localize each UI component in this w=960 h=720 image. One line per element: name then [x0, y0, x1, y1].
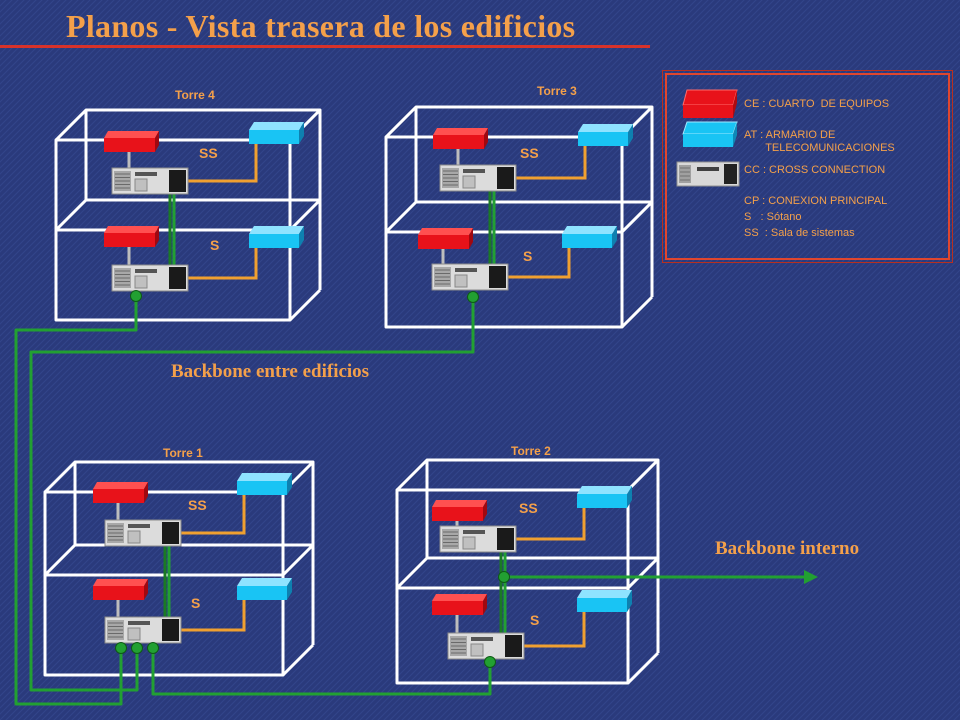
backbone-between-buildings	[14, 290, 496, 706]
floor-label-t4-ss: SS	[199, 145, 218, 161]
equipment-room-icon	[93, 579, 148, 600]
tower-label-4: Torre 4	[175, 88, 215, 102]
horizontal-cable	[188, 144, 258, 183]
equipment-room-icon	[682, 89, 738, 118]
building-t3	[384, 105, 654, 329]
backbone-cable-t1-t2	[151, 648, 492, 696]
horizontal-cable	[181, 495, 246, 535]
equipment-room-icon	[104, 131, 159, 152]
backbone-node	[147, 642, 159, 654]
cross-connect-icon	[111, 264, 189, 292]
legend-swatches	[676, 89, 740, 187]
cross-connect-icon	[104, 519, 182, 547]
backbone-node	[484, 656, 496, 668]
telecom-closet-icon	[237, 473, 292, 495]
horizontal-cable	[181, 600, 246, 632]
horizontal-cable	[508, 248, 571, 279]
title-underline	[0, 45, 650, 48]
floor-label-t3-ss: SS	[520, 145, 539, 161]
floor-label-t1-s: S	[191, 595, 201, 611]
legend-item-ss: SS : Sala de sistemas	[744, 227, 855, 239]
telecom-closet-icon	[249, 122, 304, 144]
backbone-internal-label: Backbone interno	[715, 538, 860, 559]
arrow-right-icon	[804, 570, 818, 584]
floor-label-t3-s: S	[523, 248, 533, 264]
backbone-node	[115, 642, 127, 654]
floor-label-t4-s: S	[210, 237, 220, 253]
equipment-room-icon	[432, 500, 487, 521]
building-t1	[43, 460, 315, 677]
backbone-cable-t4-t1	[14, 296, 138, 706]
building-t2	[395, 458, 660, 685]
legend-item-cc: CC : CROSS CONNECTION	[744, 164, 886, 176]
legend: CE : CUARTO DE EQUIPOS AT : ARMARIO DE T…	[662, 70, 953, 263]
backbone-node	[131, 642, 143, 654]
horizontal-cable	[516, 146, 587, 180]
equipment-room-icon	[432, 594, 487, 615]
telecom-closet-icon	[682, 121, 738, 147]
backbone-between-buildings-label: Backbone entre edificios	[171, 361, 370, 382]
page-title: Planos - Vista trasera de los edificios	[66, 8, 576, 44]
cross-connect-icon	[439, 164, 517, 192]
legend-item-cp: CP : CONEXION PRINCIPAL	[744, 195, 888, 207]
backbone-internal	[498, 570, 818, 584]
backbone-node	[130, 290, 142, 302]
backbone-cable-t3-t1	[29, 297, 475, 692]
legend-item-ce: CE : CUARTO DE EQUIPOS	[744, 98, 890, 110]
legend-item-at: AT : ARMARIO DE TELECOMUNICACIONES	[744, 129, 895, 154]
legend-item-s: S : Sótano	[744, 211, 802, 223]
horizontal-cable	[516, 508, 586, 541]
equipment-room-icon	[104, 226, 159, 247]
backbone-node	[498, 571, 510, 583]
tower-label-1: Torre 1	[163, 446, 203, 460]
horizontal-cable	[524, 612, 586, 648]
equipment-room-icon	[433, 128, 488, 149]
cross-connect-icon	[447, 632, 525, 660]
backbone-node	[467, 291, 479, 303]
cross-connect-icon	[104, 616, 182, 644]
floor-label-t2-ss: SS	[519, 500, 538, 516]
tower-label-3: Torre 3	[537, 84, 577, 98]
telecom-closet-icon	[562, 226, 617, 248]
telecom-closet-icon	[577, 590, 632, 612]
building-t4	[54, 108, 322, 322]
horizontal-cable	[188, 248, 258, 280]
cross-connect-icon	[676, 161, 740, 187]
telecom-closet-icon	[577, 486, 632, 508]
floor-label-t1-ss: SS	[188, 497, 207, 513]
equipment-room-icon	[93, 482, 148, 503]
cross-connect-icon	[111, 167, 189, 195]
telecom-closet-icon	[578, 124, 633, 146]
cross-connect-icon	[431, 263, 509, 291]
cross-connect-icon	[439, 525, 517, 553]
floor-label-t2-s: S	[530, 612, 540, 628]
tower-label-2: Torre 2	[511, 444, 551, 458]
equipment-room-icon	[418, 228, 473, 249]
telecom-closet-icon	[249, 226, 304, 248]
telecom-closet-icon	[237, 578, 292, 600]
